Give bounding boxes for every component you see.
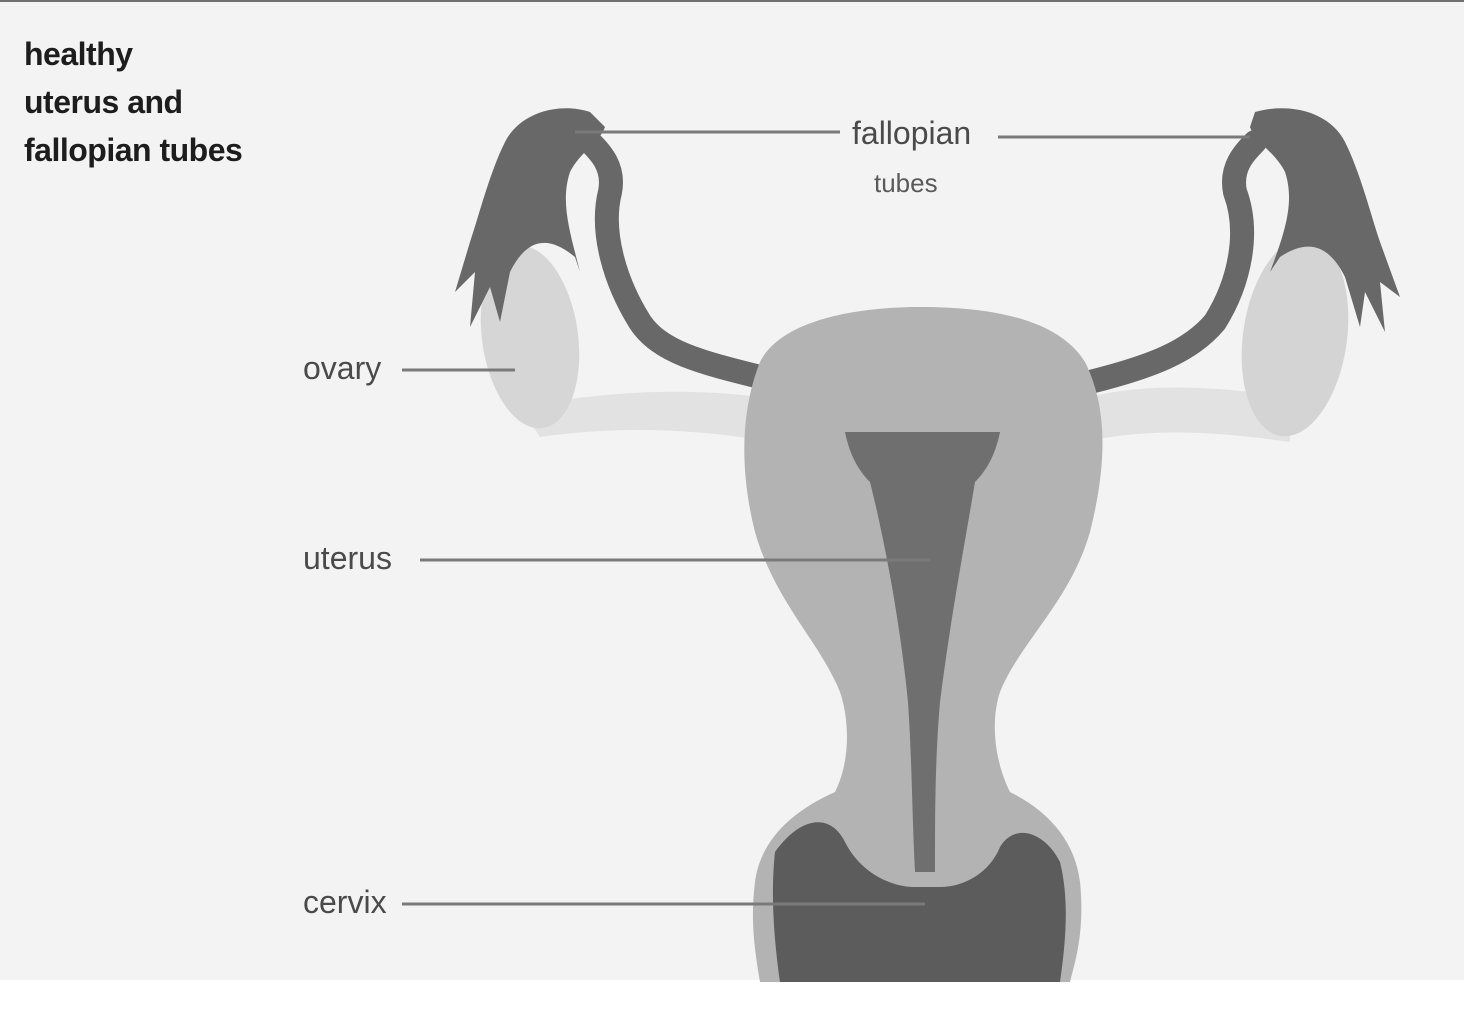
label-cervix: cervix	[303, 886, 387, 918]
right-fallopian-tube	[1090, 142, 1255, 382]
diagram-canvas: healthy uterus and fallopian tubes fallo…	[0, 0, 1464, 980]
label-fallopian: fallopian	[852, 117, 971, 149]
title-line-3: fallopian tubes	[24, 134, 242, 166]
label-ovary: ovary	[303, 352, 381, 384]
label-uterus: uterus	[303, 542, 392, 574]
label-tubes: tubes	[874, 170, 938, 196]
title-line-1: healthy	[24, 38, 133, 70]
left-fallopian-tube	[590, 142, 760, 377]
title-line-2: uterus and	[24, 86, 183, 118]
